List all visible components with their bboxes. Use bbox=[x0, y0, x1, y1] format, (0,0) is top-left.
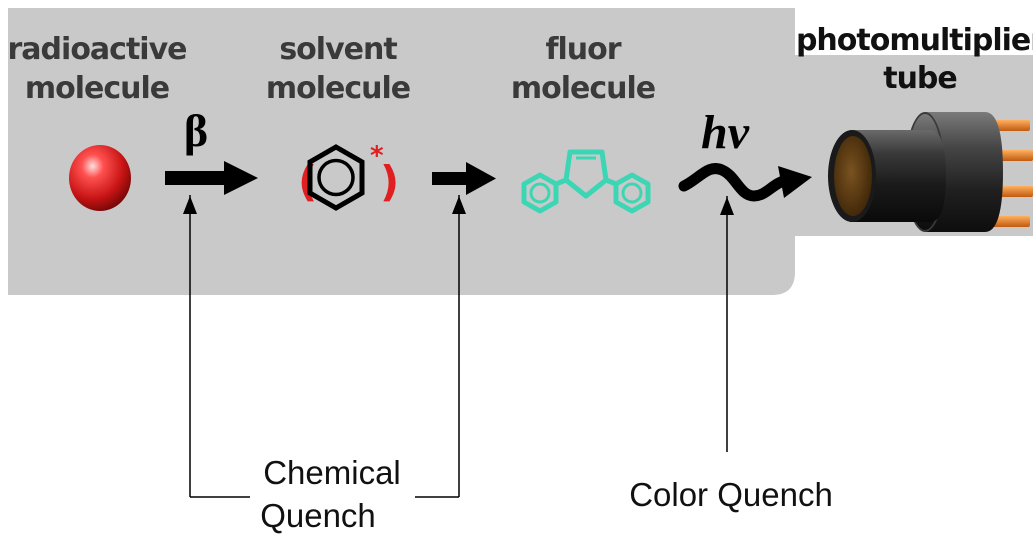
excited-paren-right: ) bbox=[380, 157, 399, 206]
photon-symbol: hν bbox=[701, 106, 750, 159]
beta-arrow-icon bbox=[165, 161, 258, 195]
chemical-quench-bracket bbox=[189, 195, 460, 498]
beta-symbol: β bbox=[184, 105, 208, 156]
color-quench-pointer bbox=[720, 196, 734, 452]
excited-star: * bbox=[370, 141, 384, 171]
solvent-label-line2: molecule bbox=[266, 71, 410, 106]
chemical-quench-arrowhead-left bbox=[183, 196, 197, 214]
pmt-label-line2: tube bbox=[883, 61, 957, 96]
transfer-arrow-icon bbox=[432, 162, 496, 195]
wavy-arrow-icon bbox=[678, 163, 812, 202]
fluor-molecule-icon bbox=[521, 149, 651, 214]
solvent-label-line1: solvent bbox=[279, 32, 397, 67]
fluor-label-line2: molecule bbox=[511, 71, 655, 106]
chemical-quench-arrowhead-right bbox=[452, 196, 466, 214]
red-sphere-icon bbox=[69, 145, 131, 211]
pmt-label-line1: photomultiplier bbox=[796, 23, 1033, 58]
benzene-ring-icon: ( * ) bbox=[298, 141, 399, 211]
background-panel bbox=[8, 8, 1033, 295]
fluor-label-line1: fluor bbox=[545, 32, 621, 67]
color-quench-label: Color Quench bbox=[629, 476, 833, 513]
radioactive-label-line1: radioactive bbox=[8, 32, 187, 67]
chemical-quench-label-line2: Quench bbox=[260, 497, 376, 534]
chemical-quench-label-line1: Chemical bbox=[263, 454, 401, 491]
radioactive-label-line2: molecule bbox=[25, 71, 169, 106]
photomultiplier-tube-icon bbox=[828, 112, 1033, 232]
